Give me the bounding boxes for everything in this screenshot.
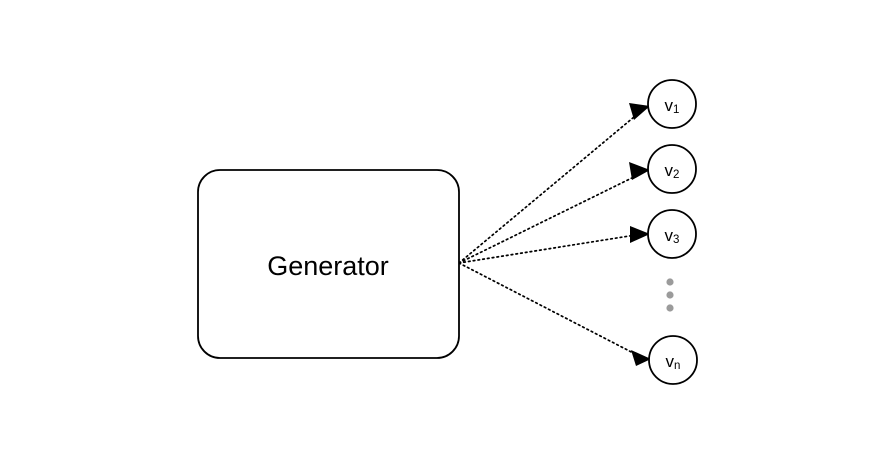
- arrowhead-group: [629, 103, 651, 366]
- generator-node[interactable]: Generator: [197, 169, 460, 359]
- node-v2[interactable]: v2: [647, 144, 697, 194]
- node-label-vn: vn: [666, 352, 681, 373]
- ellipsis-dot-3: [666, 304, 674, 312]
- node-label-vn-base: v: [666, 352, 675, 371]
- generator-box[interactable]: [197, 169, 460, 359]
- arrowhead-v3: [630, 226, 650, 243]
- node-label-v2-subscript: 2: [673, 169, 679, 181]
- node-circle-v3[interactable]: [647, 209, 697, 259]
- arrowhead-v1: [629, 103, 650, 120]
- node-label-vn-subscript: n: [674, 360, 680, 372]
- ellipsis-dot-1: [666, 278, 674, 286]
- ellipsis-dot-2: [666, 291, 674, 299]
- arrowhead-vn: [631, 350, 651, 366]
- node-label-v3-base: v: [665, 226, 674, 245]
- node-label-v1-subscript: 1: [673, 104, 679, 116]
- edge-generator-to-v2: [458, 172, 643, 264]
- edge-generator-to-v1: [458, 111, 641, 264]
- node-label-v1: v1: [665, 96, 680, 117]
- vertical-ellipsis: [666, 278, 674, 312]
- edge-group: [458, 111, 643, 358]
- node-circle-v1[interactable]: [647, 79, 697, 129]
- node-label-v3: v3: [665, 226, 680, 247]
- edge-generator-to-v3: [458, 233, 643, 264]
- node-label-v3-subscript: 3: [673, 234, 679, 246]
- arrowhead-v2: [629, 162, 650, 180]
- generator-label: Generator: [267, 251, 389, 281]
- node-v1[interactable]: v1: [647, 79, 697, 129]
- edge-generator-to-vn: [458, 262, 642, 358]
- node-v3[interactable]: v3: [647, 209, 697, 259]
- node-label-v2-base: v: [665, 161, 674, 180]
- node-circle-v2[interactable]: [647, 144, 697, 194]
- node-vn[interactable]: vn: [648, 335, 698, 385]
- node-label-v1-base: v: [665, 96, 674, 115]
- node-label-v2: v2: [665, 161, 680, 182]
- node-circle-vn[interactable]: [648, 335, 698, 385]
